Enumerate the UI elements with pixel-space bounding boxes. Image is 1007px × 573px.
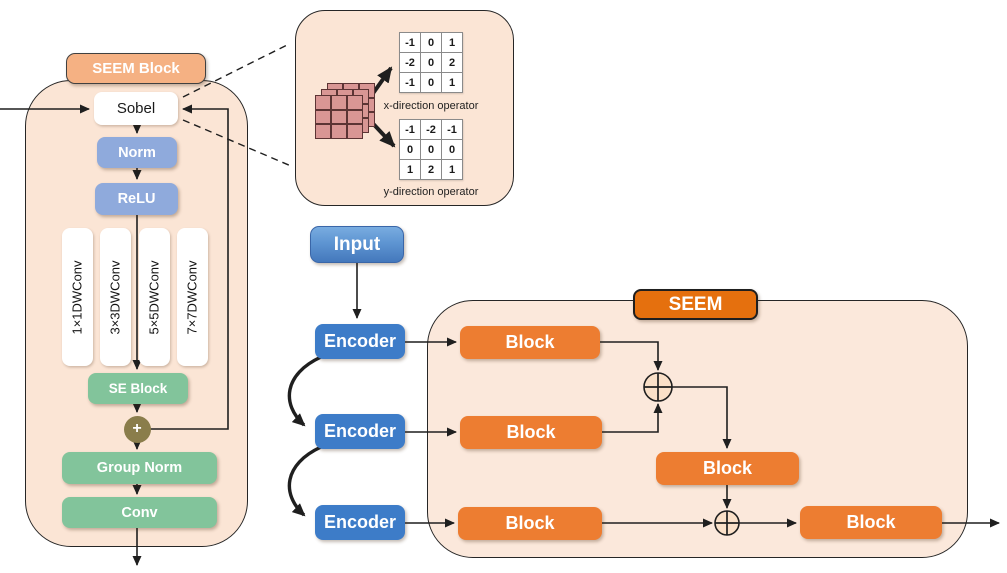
- matrix-cell: -2: [420, 119, 442, 140]
- skip-connection-line: [150, 104, 229, 430]
- x-operator-label: x-direction operator: [383, 100, 479, 112]
- input-node: Input: [310, 226, 404, 263]
- matrix-cell: 0: [420, 32, 442, 53]
- matrix-cell: 0: [399, 139, 421, 160]
- line-block2-to-add1: [602, 403, 663, 433]
- matrix-cell: -1: [399, 72, 421, 93]
- circled-plus-icon: [643, 372, 673, 402]
- sobel-node: Sobel: [94, 92, 178, 125]
- dwconv-7x7-label: 7×7DWConv: [185, 259, 200, 335]
- relu-node: ReLU: [95, 183, 178, 215]
- group-norm-node: Group Norm: [62, 452, 217, 484]
- curve-encoder1-to-encoder2: [287, 355, 322, 427]
- dwconv-5x5-label: 5×5DWConv: [147, 259, 162, 335]
- feature-map-stack-front: [315, 95, 363, 139]
- matrix-cell: 1: [399, 159, 421, 180]
- matrix-cell: 1: [441, 32, 463, 53]
- matrix-cell: 0: [420, 72, 442, 93]
- x-operator-matrix: -1 0 1 -2 0 2 -1 0 1: [399, 32, 463, 93]
- curve-encoder2-to-encoder3: [287, 445, 322, 517]
- matrix-cell: 0: [420, 52, 442, 73]
- dwconv-7x7-node: 7×7DWConv: [177, 228, 208, 366]
- matrix-cell: 2: [441, 52, 463, 73]
- encoder2-node: Encoder: [315, 414, 405, 449]
- matrix-cell: -1: [441, 119, 463, 140]
- norm-node: Norm: [97, 137, 177, 168]
- matrix-cell: 1: [441, 72, 463, 93]
- add-node: +: [123, 415, 151, 443]
- block2-node: Block: [460, 416, 602, 449]
- dwconv-5x5-node: 5×5DWConv: [139, 228, 170, 366]
- encoder3-node: Encoder: [315, 505, 405, 540]
- seem-block-title: SEEM Block: [66, 53, 206, 84]
- block1-node: Block: [460, 326, 600, 359]
- seem-title: SEEM: [633, 289, 758, 320]
- matrix-cell: -2: [399, 52, 421, 73]
- block4-node: Block: [458, 507, 602, 540]
- se-block-node: SE Block: [88, 373, 188, 404]
- y-operator-label: y-direction operator: [383, 186, 479, 198]
- block5-node: Block: [800, 506, 942, 539]
- dashed-guide-bottom: [182, 119, 292, 167]
- circled-plus-icon: [714, 510, 740, 536]
- dwconv-1x1-node: 1×1DWConv: [62, 228, 93, 366]
- line-add1-to-block3: [672, 386, 732, 449]
- matrix-cell: -1: [399, 119, 421, 140]
- dwconv-3x3-node: 3×3DWConv: [100, 228, 131, 366]
- line-block1-to-add1: [600, 341, 663, 371]
- y-operator-matrix: -1 -2 -1 0 0 0 1 2 1: [399, 119, 463, 180]
- matrix-cell: 2: [420, 159, 442, 180]
- dashed-guide-top: [182, 43, 290, 98]
- encoder1-node: Encoder: [315, 324, 405, 359]
- matrix-cell: 0: [441, 139, 463, 160]
- dwconv-3x3-label: 3×3DWConv: [108, 259, 123, 335]
- matrix-cell: 0: [420, 139, 442, 160]
- conv-node: Conv: [62, 497, 217, 528]
- matrix-cell: -1: [399, 32, 421, 53]
- matrix-cell: 1: [441, 159, 463, 180]
- dwconv-1x1-label: 1×1DWConv: [70, 259, 85, 335]
- block3-node: Block: [656, 452, 799, 485]
